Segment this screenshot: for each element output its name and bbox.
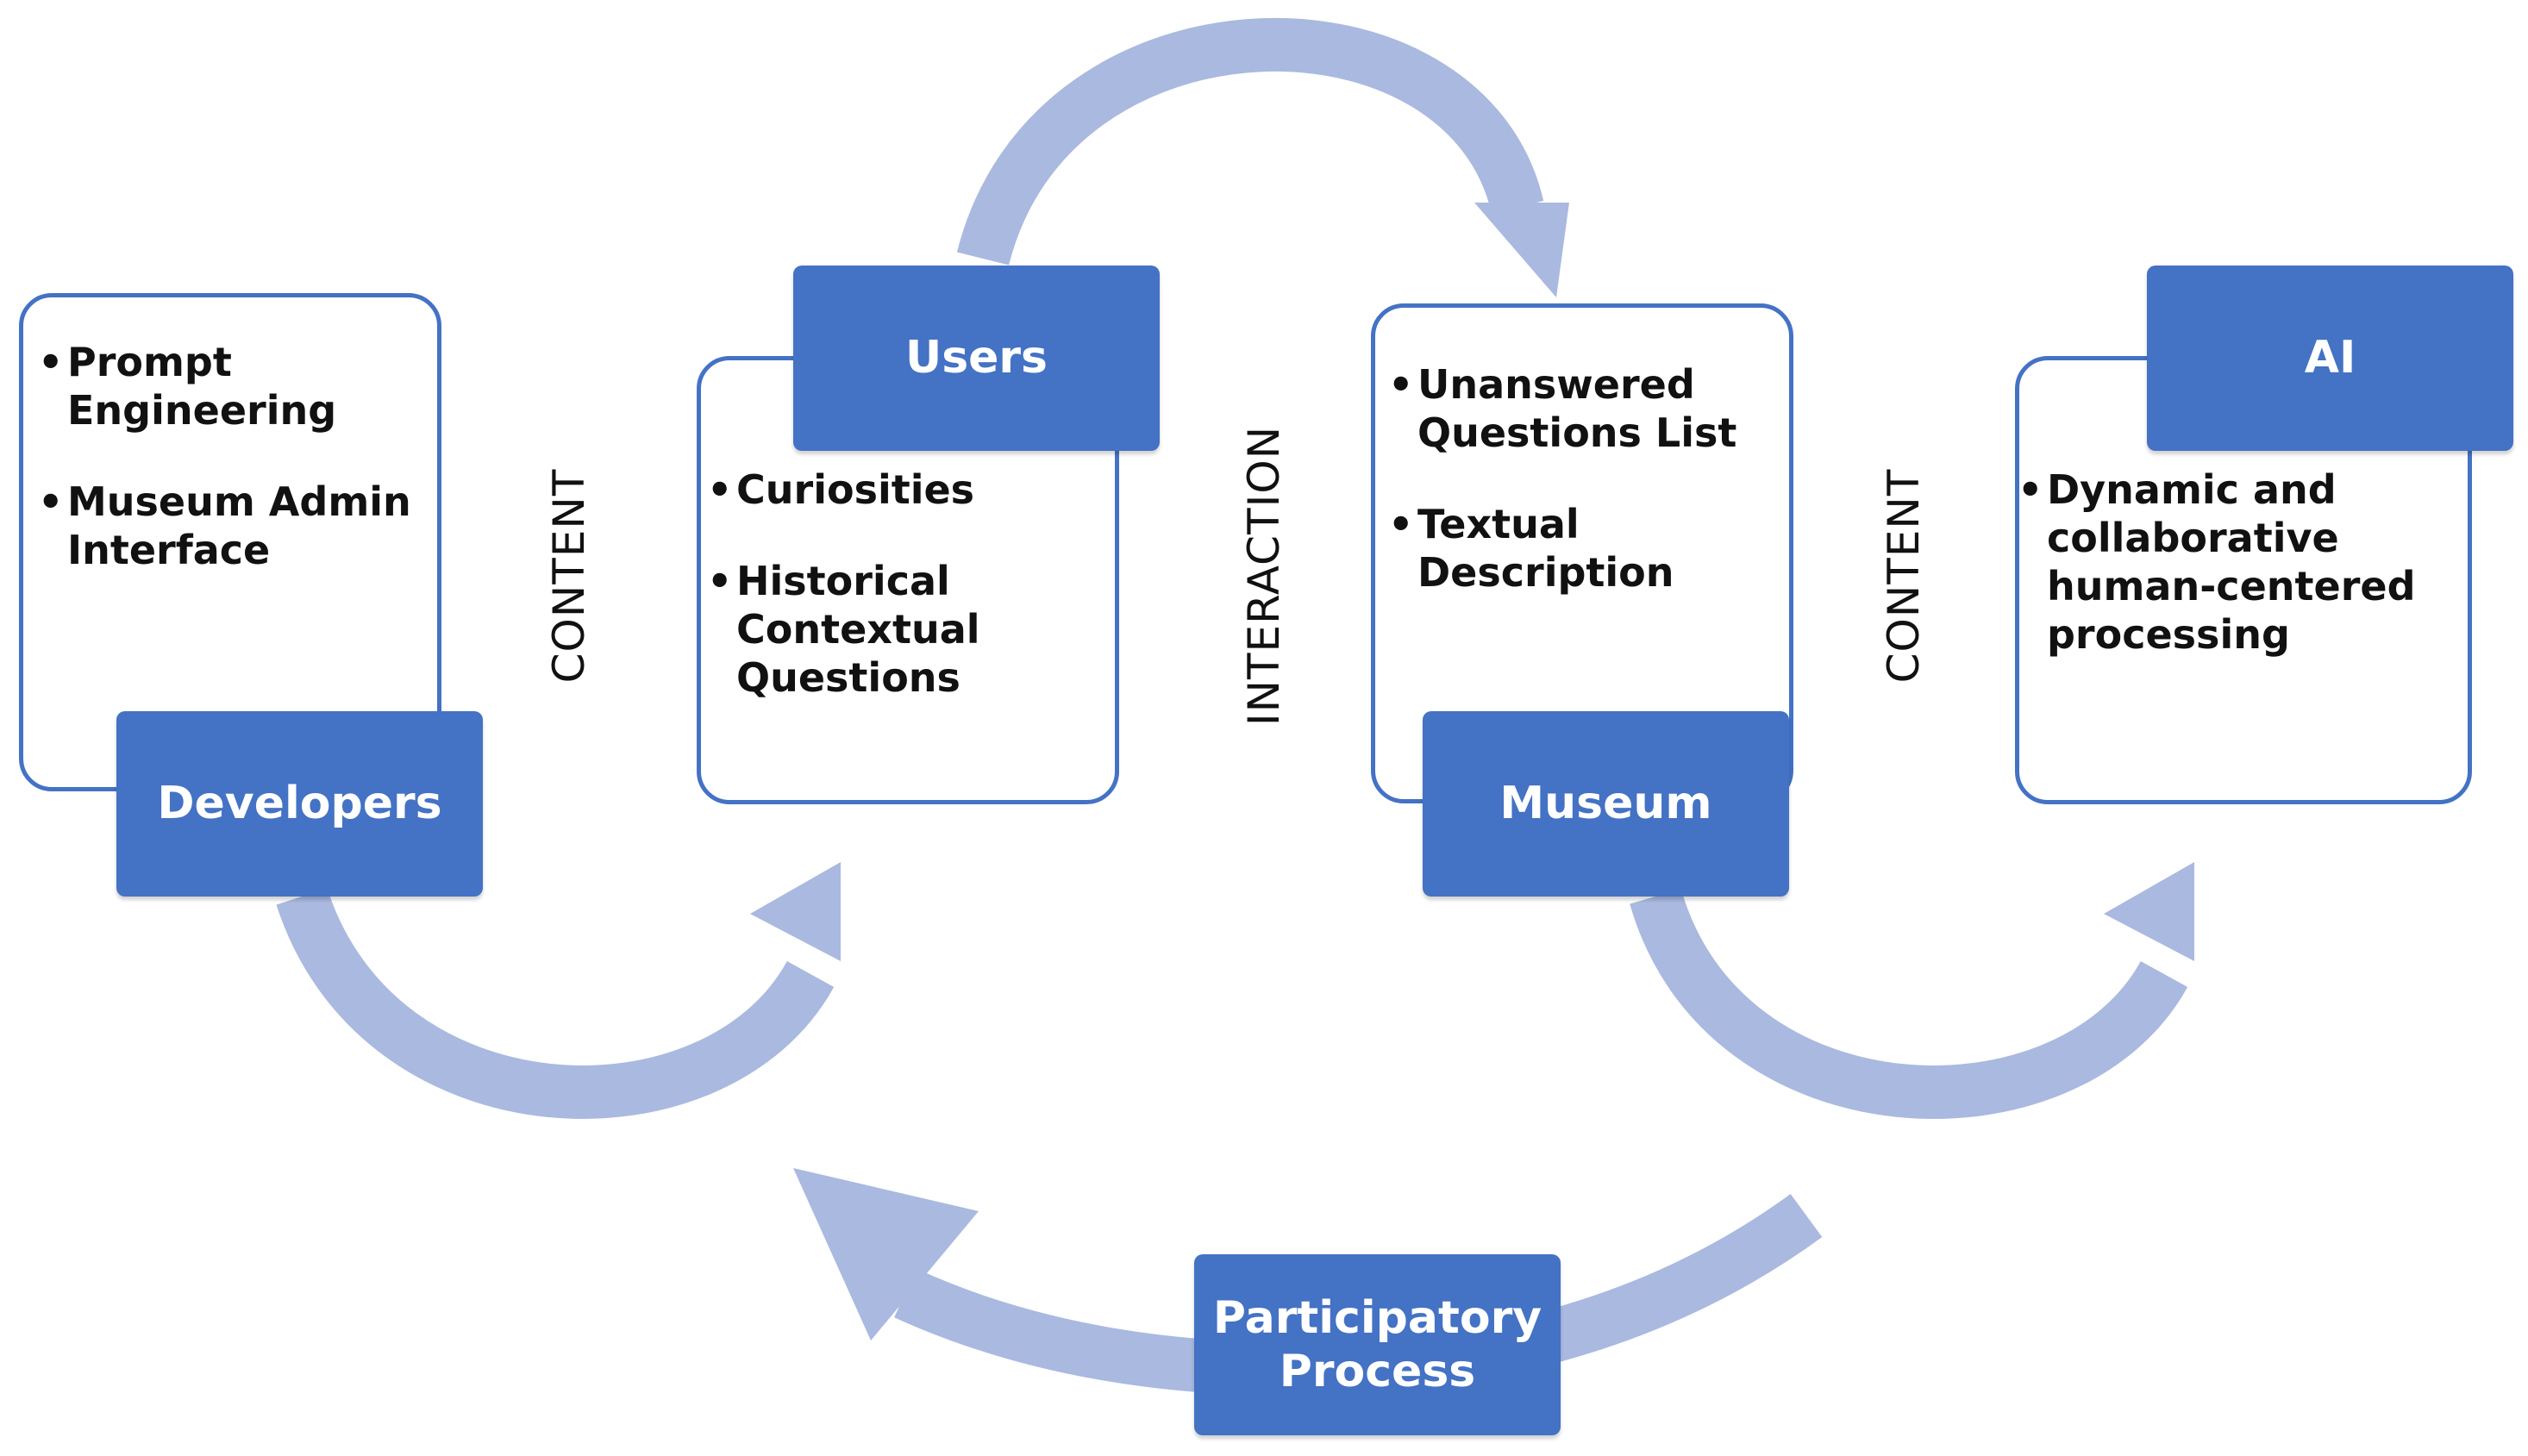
users-bullet: Historical Contextual Questions [707,557,1086,702]
ai-bullet: Dynamic and collaborative human-centered… [2018,466,2466,659]
participatory-process-box: Participatory Process [1194,1254,1561,1435]
users-bullets: Curiosities Historical Contextual Questi… [707,466,1086,702]
ai-bullets: Dynamic and collaborative human-centered… [2018,466,2466,659]
arrowhead-users-to-museum [1474,203,1569,297]
developers-bullet: Prompt Engineering [38,338,417,434]
arrowhead-museum-to-ai [2104,862,2194,961]
developers-box: Developers [116,711,483,897]
museum-box: Museum [1423,711,1789,897]
arrowhead-cycle-back [793,1168,979,1340]
arrow-museum-to-ai [1630,889,2188,1119]
users-box: Users [793,266,1160,451]
connector-label-left: CONTENT [544,468,594,684]
users-bullet: Curiosities [707,466,1086,514]
museum-bullet: Unanswered Questions List [1388,360,1785,457]
arrowhead-developers-to-users [750,862,841,961]
museum-bullets: Unanswered Questions List Textual Descri… [1388,360,1785,597]
arrow-developers-to-users [276,888,835,1119]
developers-bullet: Museum Admin Interface [38,478,417,574]
ai-box: AI [2147,266,2513,451]
connector-label-right: CONTENT [1879,468,1929,684]
museum-bullet: Textual Description [1388,500,1785,597]
developers-bullets: Prompt Engineering Museum Admin Interfac… [38,338,417,574]
arrow-users-to-museum [956,18,1544,266]
connector-label-middle: INTERACTION [1239,425,1289,727]
